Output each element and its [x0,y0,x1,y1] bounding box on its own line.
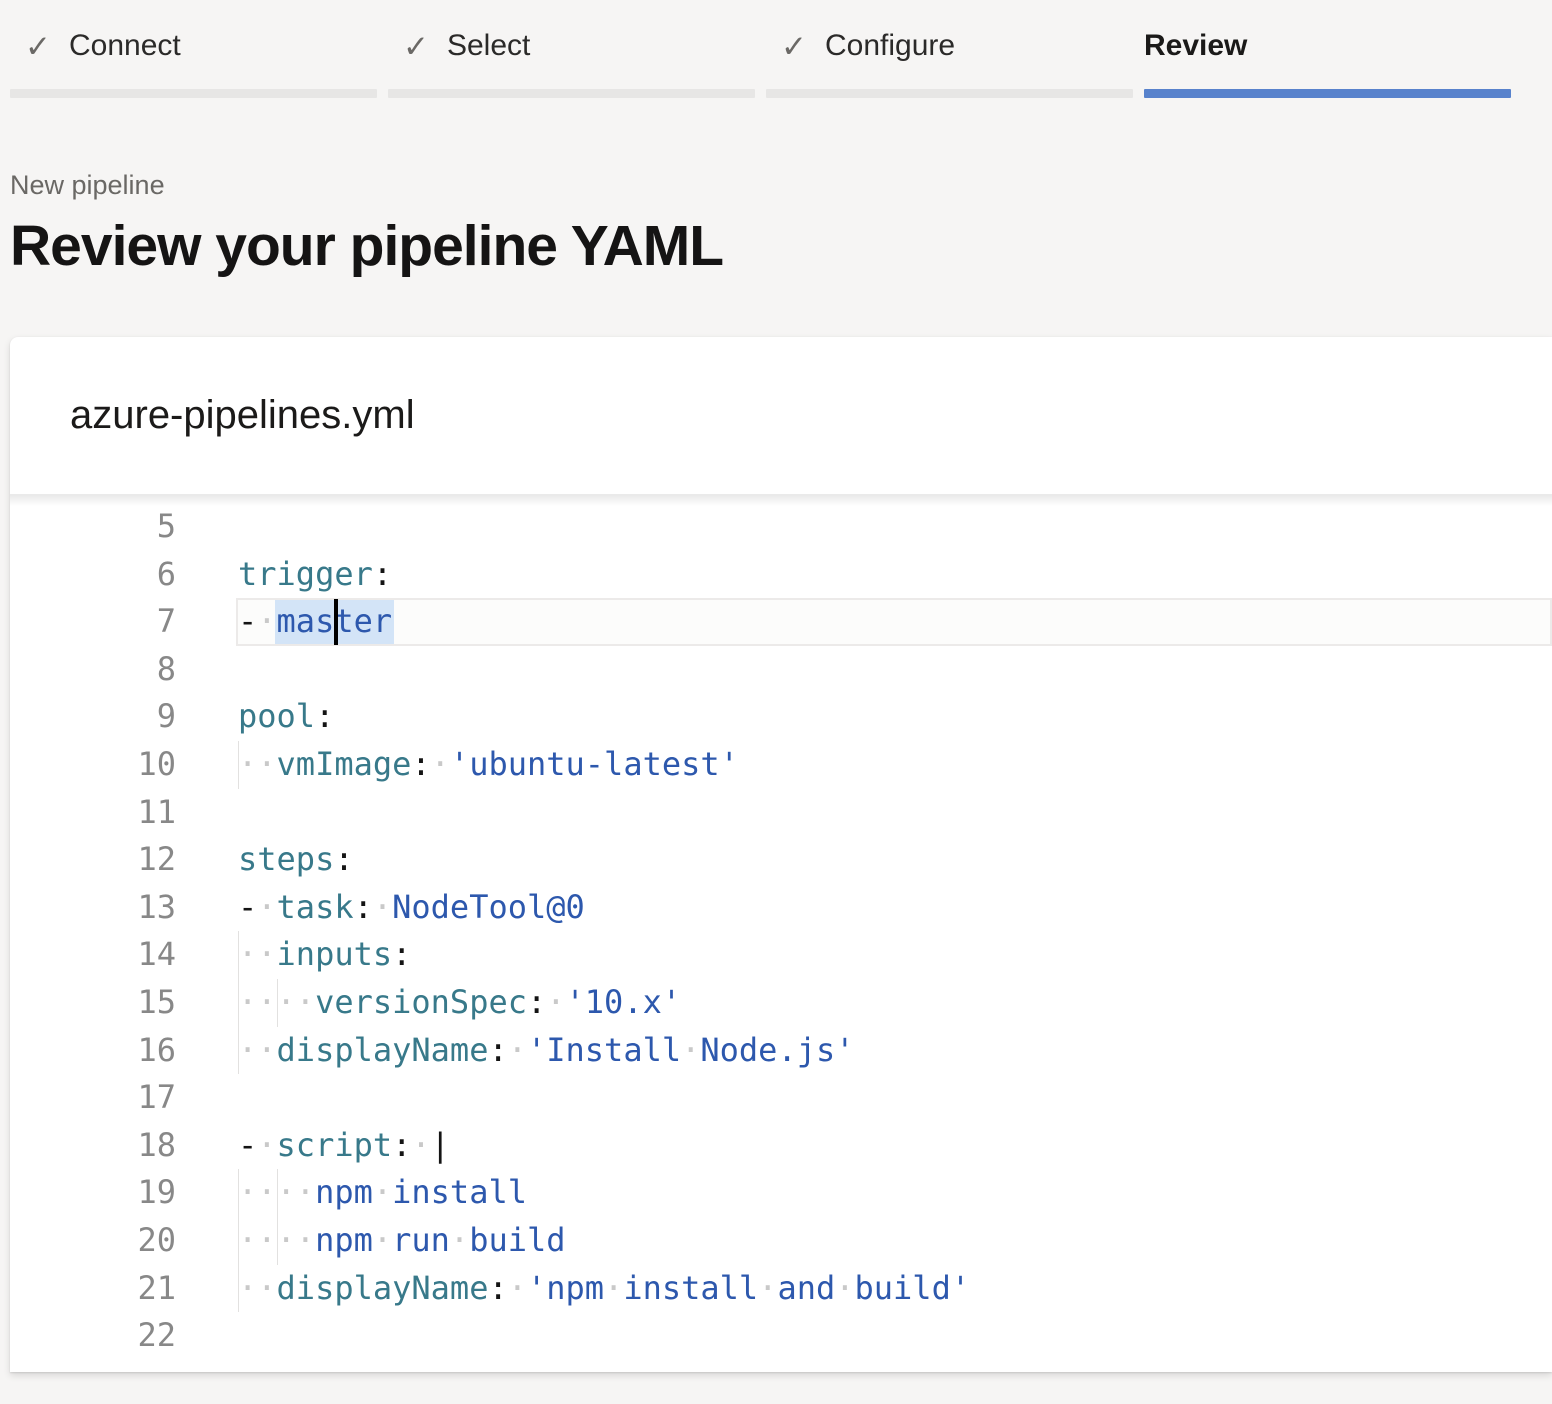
line-number[interactable]: 18 [137,1125,176,1164]
code-text: steps: [238,840,354,879]
line-number[interactable]: 8 [156,649,176,688]
line-number[interactable]: 12 [137,840,176,879]
indent-guide [276,1169,278,1217]
line-number[interactable]: 7 [156,602,176,641]
page-title: Review your pipeline YAML [10,214,724,278]
code-line[interactable]: 5 [10,503,1552,551]
code-line[interactable]: 14 ··inputs: [10,931,1552,979]
code-text: ··displayName:·'Install·Node.js' [238,1030,855,1069]
indent-guide [238,1216,239,1265]
line-number[interactable]: 22 [137,1316,176,1355]
indent-guide [238,1169,239,1217]
step-label: Select [446,29,531,62]
step-configure[interactable]: ✓ Configure [766,24,1133,98]
step-label: Review [1144,29,1248,62]
line-number[interactable]: 6 [156,554,176,593]
step-select[interactable]: ✓ Select [388,24,755,98]
line-number[interactable]: 21 [137,1268,176,1307]
step-label: Configure [824,29,956,62]
code-text: pool: [238,697,335,736]
indent-guide [238,740,239,789]
indent-guide [238,1026,239,1075]
current-line-highlight [236,598,1552,646]
line-number[interactable]: 15 [137,982,176,1021]
step-connect[interactable]: ✓ Connect [10,24,377,98]
indent-guide [238,931,239,979]
code-line[interactable]: 19 ····npm·install [10,1169,1552,1217]
code-line[interactable]: 21 ··displayName:·'npm·install·and·build' [10,1264,1552,1313]
step-progress-bar [10,89,377,98]
code-text: ··displayName:·'npm·install·and·build' [238,1268,971,1307]
code-text: -·master [238,602,393,641]
line-number[interactable]: 9 [156,697,176,736]
check-icon: ✓ [403,28,429,64]
pipeline-stepper: ✓ Connect ✓ Select ✓ Configure Review [10,0,1511,98]
code-text: ··vmImage:·'ubuntu-latest' [238,744,739,783]
line-number[interactable]: 10 [137,744,176,783]
code-text: ····versionSpec:·'10.x' [238,982,682,1021]
code-line[interactable]: 13 -·task:·NodeTool@0 [10,884,1552,932]
code-text: ····npm·install [238,1173,527,1212]
breadcrumb-new-pipeline: New pipeline [10,170,165,200]
line-number[interactable]: 16 [137,1030,176,1069]
code-line[interactable]: 11 [10,789,1552,837]
code-line[interactable]: 15 ····versionSpec:·'10.x' [10,978,1552,1027]
line-number[interactable]: 19 [137,1173,176,1212]
text-cursor [334,599,338,645]
line-number[interactable]: 20 [137,1220,176,1259]
code-text: ··inputs: [238,935,412,974]
yaml-card-header: azure-pipelines.yml [10,337,1552,495]
code-line[interactable]: 17 [10,1074,1552,1122]
line-number[interactable]: 5 [156,507,176,545]
line-number[interactable]: 14 [137,935,176,974]
indent-guide [276,978,278,1027]
step-review[interactable]: Review [1144,24,1511,98]
line-number[interactable]: 13 [137,887,176,926]
yaml-card: azure-pipelines.yml 5 6 trigger: 7 -·master 8… [10,337,1552,1372]
yaml-filename: azure-pipelines.yml [70,393,415,437]
page-heading: New pipeline Review your pipeline YAML [10,170,1552,279]
step-progress-bar-active [1144,89,1511,98]
code-line[interactable]: 18 -·script:·| [10,1122,1552,1170]
code-line[interactable]: 20 ····npm·run·build [10,1216,1552,1265]
code-line[interactable]: 12 steps: [10,836,1552,884]
code-line[interactable]: 7 -·master [10,598,1552,646]
code-text: -·task:·NodeTool@0 [238,887,585,926]
code-line[interactable]: 10 ··vmImage:·'ubuntu-latest' [10,740,1552,789]
indent-guide [238,1264,239,1313]
line-number[interactable]: 11 [137,792,176,831]
check-icon: ✓ [25,28,51,64]
yaml-editor[interactable]: 5 6 trigger: 7 -·master 8 9 pool: 10 ··vmImage:·'… [10,495,1552,1372]
indent-guide [238,978,239,1027]
code-line[interactable]: 9 pool: [10,693,1552,741]
code-line[interactable]: 16 ··displayName:·'Install·Node.js' [10,1026,1552,1075]
line-number[interactable]: 17 [137,1078,176,1117]
step-progress-bar [766,89,1133,98]
code-line[interactable]: 6 trigger: [10,551,1552,599]
step-progress-bar [388,89,755,98]
code-text: -·script:·| [238,1125,450,1164]
code-text: trigger: [238,554,393,593]
code-text: ····npm·run·build [238,1220,566,1259]
indent-guide [276,1216,278,1265]
code-line[interactable]: 22 [10,1312,1552,1360]
step-label: Connect [68,29,181,62]
code-line[interactable]: 8 [10,646,1552,694]
check-icon: ✓ [781,28,807,64]
